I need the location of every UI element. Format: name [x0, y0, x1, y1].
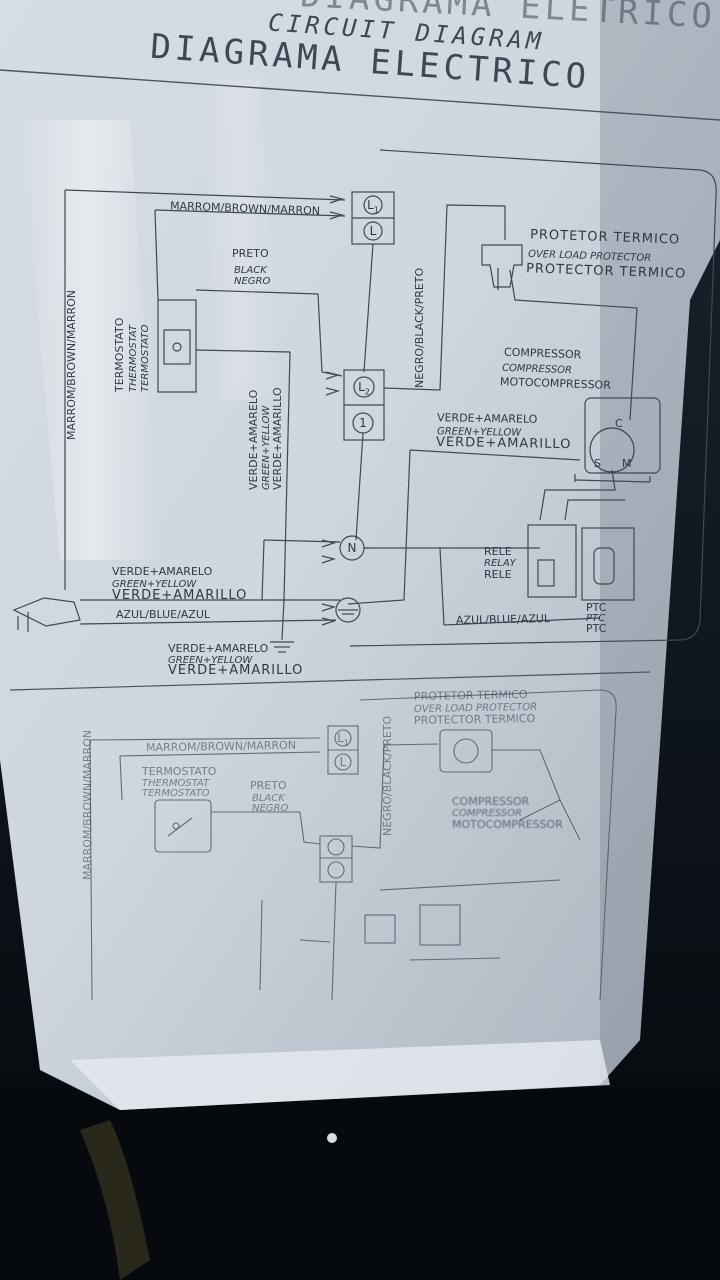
terminal-l1: L1: [367, 198, 379, 215]
lower-thermostat-label-en: THERMOSTAT: [142, 778, 210, 789]
upper-thermostat-label-pt: TERMOSTATO: [113, 317, 126, 392]
upper-gy-cord-en: GREEN+YELLOW: [112, 579, 197, 590]
upper-ptc-label-pt: PTC: [586, 601, 607, 614]
lower-thermostat-label-pt: TERMOSTATO: [142, 765, 217, 778]
lower-black-vertical-label: NEGRO/BLACK/PRETO: [381, 715, 394, 836]
upper-black-vertical-label: NEGRO/BLACK/PRETO: [413, 267, 426, 388]
lower-thermostat-label-es: TERMOSTATO: [142, 788, 210, 799]
upper-black-label-en: BLACK: [234, 265, 267, 276]
upper-blue-cord-label: AZUL/BLUE/AZUL: [116, 608, 211, 621]
upper-relay-label-en: RELAY: [484, 558, 516, 569]
lower-black-label-pt: PRETO: [250, 779, 287, 792]
lower-black-label-es: NEGRO: [252, 803, 289, 814]
upper-gy-ground-en: GREEN+YELLOW: [168, 655, 253, 666]
upper-blue-comp-label: AZUL/BLUE/AZUL: [455, 612, 551, 627]
lower-compressor-label-en: COMPRESSOR: [452, 808, 522, 819]
lower-compressor-label-es: MOTOCOMPRESSOR: [452, 818, 563, 831]
lower-protector-label-pt: PROTETOR TERMICO: [413, 688, 528, 703]
terminal-1: 1: [359, 416, 367, 430]
upper-gy-ground-es: VERDE+AMARILLO: [168, 663, 304, 678]
upper-ptc-label-en: PTC: [586, 613, 606, 624]
motor-pin-m: M: [622, 457, 632, 470]
motor-pin-s: S: [594, 457, 601, 470]
upper-gy-comp-pt: VERDE+AMARELO: [436, 411, 538, 426]
terminal-n: N: [347, 541, 357, 555]
upper-ptc-label-es: PTC: [586, 622, 607, 635]
upper-relay-label-es: RELE: [484, 568, 512, 581]
upper-relay-label-pt: RELE: [484, 545, 512, 558]
upper-gy-cord-es: VERDE+AMARILLO: [112, 588, 248, 603]
upper-gy-vertical-es: VERDE+AMARILLO: [271, 387, 284, 490]
upper-black-label-pt: PRETO: [232, 247, 269, 260]
upper-brown-vertical-label: MARROM/BROWN/MARRON: [65, 289, 78, 440]
upper-thermostat-label-en: THERMOSTAT: [128, 324, 139, 392]
upper-gy-ground-pt: VERDE+AMARELO: [168, 642, 269, 655]
upper-gy-vertical-pt: VERDE+AMARELO: [247, 389, 260, 490]
lower-terminal-l1: L1: [337, 731, 349, 748]
lower-brown-vertical-label: MARROM/BROWN/MARRON: [81, 729, 94, 880]
upper-thermostat-label-es: TERMOSTATO: [140, 324, 151, 392]
lower-terminal-l: L: [339, 755, 347, 769]
lower-black-label-en: BLACK: [252, 793, 285, 804]
motor-pin-c: C: [615, 417, 623, 430]
lower-protector-label-es: PROTECTOR TERMICO: [413, 711, 536, 728]
upper-gy-comp-es: VERDE+AMARILLO: [435, 434, 572, 453]
terminal-l2: L2: [358, 380, 370, 397]
upper-gy-cord-pt: VERDE+AMARELO: [112, 565, 213, 578]
upper-black-label-es: NEGRO: [234, 276, 271, 287]
terminal-l: L: [369, 224, 377, 238]
lower-compressor-label-pt: COMPRESSOR: [452, 795, 530, 808]
